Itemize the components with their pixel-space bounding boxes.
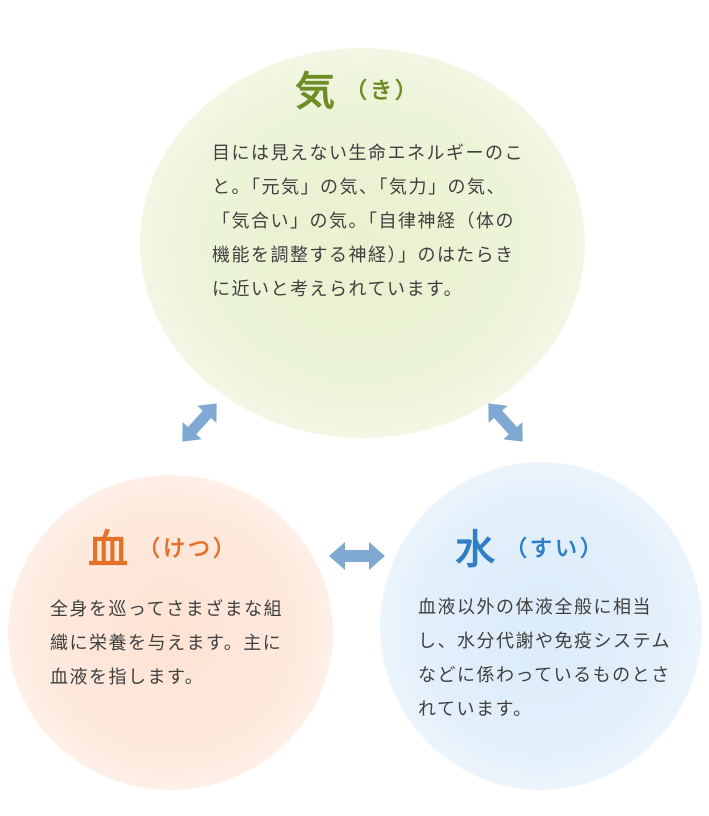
ketsu-circle <box>8 475 333 790</box>
ki-description: 目には見えない生命エネルギーのこと。「元気」の気、「気力」の気、「気合い」の気。… <box>212 143 524 300</box>
ketsu-kanji: 血 <box>88 527 128 573</box>
sui-description: 血液以外の体液全般に相当し、水分代謝や免疫システムなどに係わっているものとされて… <box>418 597 671 720</box>
ki-sui-arrow-icon <box>488 403 523 442</box>
ketsu-sui-arrow-icon <box>329 542 385 570</box>
ki-title: 気 （き） <box>295 72 420 112</box>
sui-title: 水 （すい） <box>455 530 605 570</box>
ki-reading: （き） <box>345 79 421 104</box>
ketsu-description: 全身を巡ってさまざまな組織に栄養を与えます。主に血液を指します。 <box>50 599 284 688</box>
sui-kanji: 水 <box>455 527 495 573</box>
ketsu-title: 血 （けつ） <box>88 530 238 570</box>
ki-ketsu-arrow-icon <box>182 403 217 442</box>
ki-kanji: 気 <box>295 69 335 115</box>
sui-reading: （すい） <box>505 537 606 562</box>
ki-circle <box>140 48 585 438</box>
ketsu-reading: （けつ） <box>138 537 239 562</box>
sui-circle <box>380 462 702 790</box>
